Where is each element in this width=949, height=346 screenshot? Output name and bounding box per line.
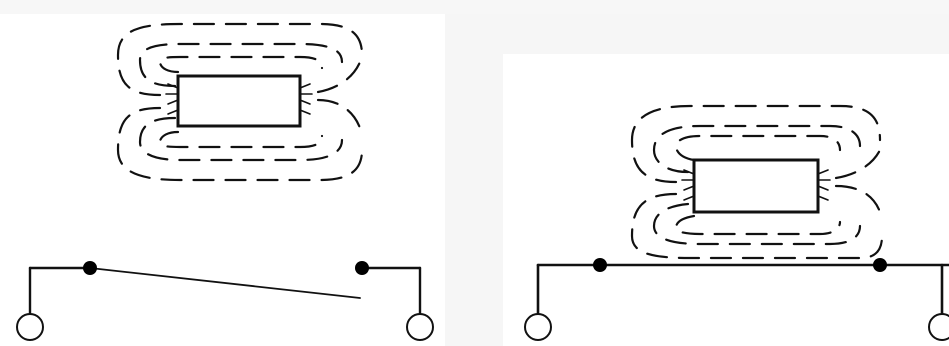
terminal-right-b	[928, 313, 949, 341]
circuit-left	[28, 266, 422, 317]
right-panel	[524, 104, 949, 341]
terminal-left-b	[406, 313, 434, 341]
terminal-left-a	[16, 313, 44, 341]
magnetic-field-lines-left	[116, 22, 364, 182]
contact-point-right-b	[873, 258, 887, 272]
magnet-right	[692, 158, 820, 214]
circuit-right	[536, 263, 949, 317]
left-panel	[16, 22, 434, 341]
contact-point-left-b	[355, 261, 369, 275]
magnet-left	[176, 74, 302, 128]
open-contact-blade	[89, 267, 361, 299]
magnetic-field-lines-right	[630, 104, 884, 260]
terminal-right-a	[524, 313, 552, 341]
background-shade-right	[445, 14, 949, 54]
contact-point-left-a	[83, 261, 97, 275]
background-shade-top	[0, 0, 949, 14]
background-shade-divider	[445, 54, 503, 346]
contact-point-right-a	[593, 258, 607, 272]
field-arrows-left	[165, 83, 313, 115]
field-arrows-right	[681, 169, 831, 201]
